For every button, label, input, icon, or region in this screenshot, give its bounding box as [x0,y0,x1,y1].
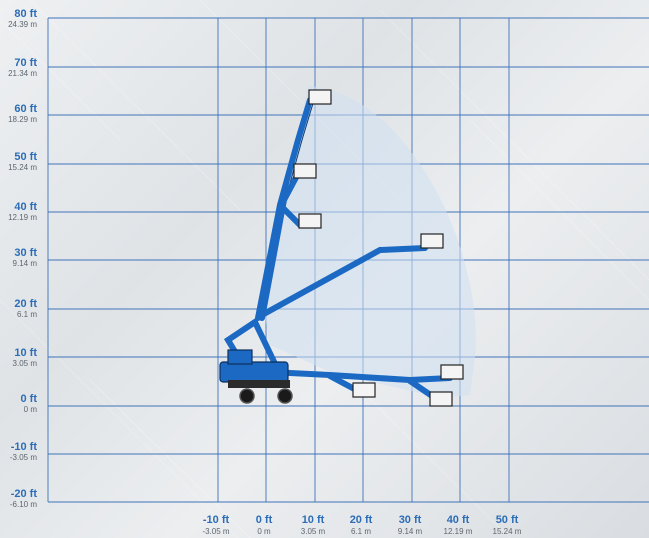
y-tick-m: 12.19 m [8,213,37,222]
y-tick-m: 15.24 m [8,163,37,172]
platform-basket-icon [308,89,332,105]
y-tick-m: 3.05 m [13,359,38,368]
x-tick-ft: 50 ft [496,514,519,526]
boom-mid-height [259,167,303,321]
y-tick-m: -6.10 m [10,500,37,509]
y-tick-ft: 0 ft [21,393,38,405]
y-tick-ft: 10 ft [14,347,37,359]
boom-diagonal [259,245,428,318]
x-tick-m: 3.05 m [301,527,326,536]
y-tick-m: -3.05 m [10,453,37,462]
y-axis-labels: 80 ft 24.39 m 70 ft 21.34 m 60 ft 18.29 … [8,8,37,509]
boom-jib-40ft [277,202,303,228]
boom-max-height [255,97,313,321]
y-tick-ft: -20 ft [11,488,38,500]
platform-basket-icon [293,163,317,179]
platform-basket-icon [429,391,453,407]
platform-basket-icon [440,364,464,380]
platform-basket-icon [420,233,444,249]
rear-wheel [277,388,293,404]
y-tick-m: 9.14 m [13,259,38,268]
x-tick-m: 6.1 m [351,527,371,536]
y-tick-m: 6.1 m [17,310,37,319]
y-tick-ft: 50 ft [14,151,37,163]
x-tick-m: 15.24 m [493,527,522,536]
x-tick-ft: 20 ft [350,514,373,526]
y-tick-m: 21.34 m [8,69,37,78]
counterweight [227,349,253,365]
y-tick-ft: 80 ft [14,8,37,20]
y-tick-m: 18.29 m [8,115,37,124]
x-tick-m: -3.05 m [202,527,229,536]
working-envelope [262,86,476,398]
x-tick-ft: -10 ft [203,514,230,526]
x-tick-ft: 30 ft [399,514,422,526]
x-tick-ft: 10 ft [302,514,325,526]
articulating-boom-lift-icon [219,349,293,404]
y-tick-ft: -10 ft [11,441,38,453]
turntable [219,361,289,383]
platform-basket-icon [298,213,322,229]
y-tick-m: 0 m [24,405,38,414]
platform-baskets [293,89,464,407]
x-tick-ft: 40 ft [447,514,470,526]
y-tick-m: 24.39 m [8,20,37,29]
y-tick-ft: 40 ft [14,201,37,213]
front-wheel [239,388,255,404]
chassis [228,380,290,388]
boom-horizontal [267,369,453,384]
x-tick-m: 0 m [257,527,271,536]
x-tick-m: 9.14 m [398,527,423,536]
platform-basket-icon [352,382,376,398]
y-tick-ft: 20 ft [14,298,37,310]
x-tick-ft: 0 ft [256,514,273,526]
y-tick-ft: 30 ft [14,247,37,259]
x-axis-labels: -10 ft -3.05 m 0 ft 0 m 10 ft 3.05 m 20 … [202,514,521,536]
x-tick-m: 12.19 m [444,527,473,536]
y-tick-ft: 60 ft [14,103,37,115]
y-tick-ft: 70 ft [14,57,37,69]
